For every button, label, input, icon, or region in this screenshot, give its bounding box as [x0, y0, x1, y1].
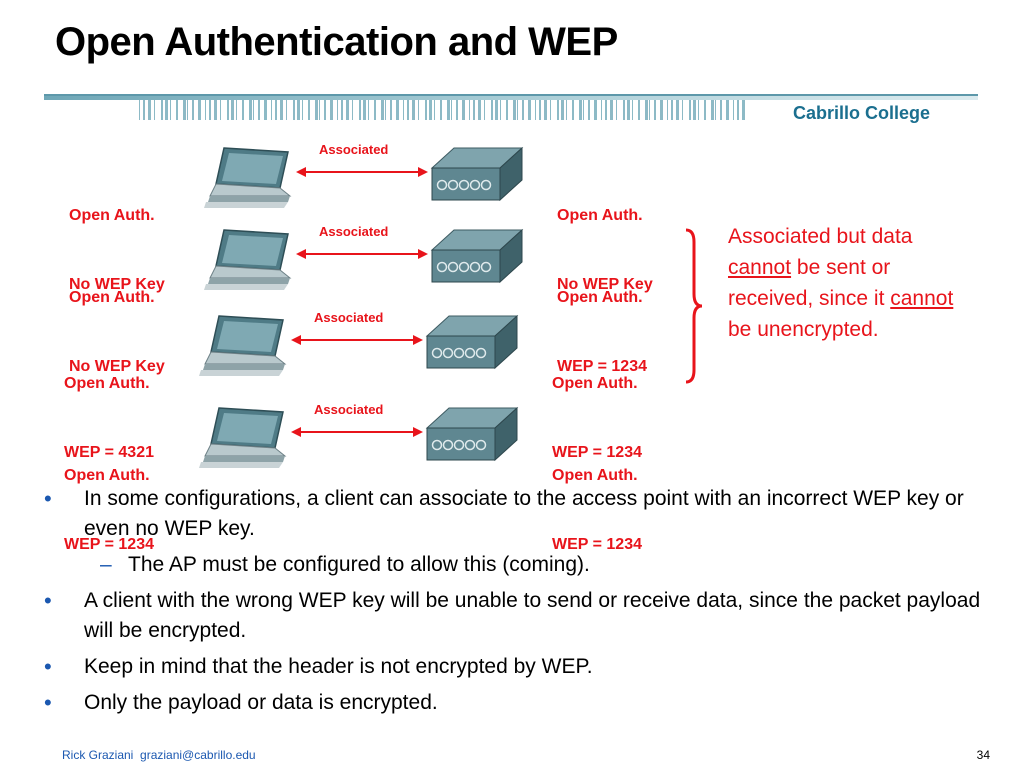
bullet-icon: • — [44, 588, 52, 613]
footer: Rick Graziani graziani@cabrillo.edu — [62, 748, 256, 762]
access-point-icon — [430, 146, 524, 202]
ap-auth-text: Open Auth. — [552, 467, 638, 484]
ap-config-label: Open Auth. No WEP Key — [557, 158, 653, 342]
bullet-text: In some configurations, a client can ass… — [84, 487, 964, 540]
bullet-item: • In some configurations, a client can as… — [44, 484, 984, 544]
bullet-text: Keep in mind that the header is not encr… — [84, 655, 593, 678]
ap-auth-text: Open Auth. — [557, 289, 643, 306]
association-arrow — [291, 335, 423, 345]
access-point-icon — [430, 228, 524, 284]
client-auth-text: Open Auth. — [64, 467, 150, 484]
dash-icon: – — [100, 553, 112, 576]
laptop-icon — [199, 407, 287, 468]
access-point-icon — [425, 406, 519, 462]
footer-email: graziani@cabrillo.edu — [140, 748, 256, 762]
ap-config-label: Open Auth. WEP = 1234 — [552, 418, 642, 602]
bullet-list: • In some configurations, a client can as… — [44, 484, 984, 724]
laptop-icon — [199, 315, 287, 376]
associated-label: Associated — [319, 224, 389, 239]
note-text-3: be unencrypted. — [728, 318, 879, 341]
ap-wep-text: No WEP Key — [557, 276, 653, 293]
page-number: 34 — [976, 748, 990, 762]
ap-auth-text: Open Auth. — [552, 375, 638, 392]
laptop-icon — [204, 229, 292, 290]
associated-label: Associated — [314, 310, 384, 325]
ap-wep-text: WEP = 1234 — [552, 444, 642, 461]
note-text-2: be sent or received, since it — [728, 256, 891, 310]
bullet-text: A client with the wrong WEP key will be … — [84, 589, 981, 642]
ap-wep-text: WEP = 1234 — [552, 536, 642, 553]
bullet-item: • Keep in mind that the header is not enc… — [44, 652, 984, 682]
curly-brace — [685, 228, 703, 384]
ap-wep-text: WEP = 1234 — [557, 358, 647, 375]
associated-label: Associated — [314, 402, 384, 417]
access-point-icon — [425, 314, 519, 370]
bullet-item: • A client with the wrong WEP key will be… — [44, 586, 984, 646]
association-arrow — [291, 427, 423, 437]
client-wep-text: WEP = 1234 — [64, 536, 154, 553]
bullet-icon: • — [44, 654, 52, 679]
bullet-item: • Only the payload or data is encrypted. — [44, 688, 984, 718]
laptop-icon — [204, 147, 292, 208]
ap-auth-text: Open Auth. — [557, 207, 643, 224]
note-emphasis-2: cannot — [890, 287, 954, 310]
client-wep-text: WEP = 4321 — [64, 444, 154, 461]
bullet-icon: • — [44, 486, 52, 511]
client-auth-text: Open Auth. — [69, 207, 155, 224]
association-arrow — [296, 167, 428, 177]
client-config-label: Open Auth. WEP = 4321 — [64, 326, 154, 510]
client-auth-text: Open Auth. — [64, 375, 150, 392]
client-config-label: Open Auth. No WEP Key — [69, 240, 165, 424]
ap-config-label: Open Auth. WEP = 1234 — [557, 240, 647, 424]
sub-bullet-text: The AP must be configured to allow this … — [128, 553, 590, 576]
header-banner — [44, 94, 978, 120]
ap-config-label: Open Auth. WEP = 1234 — [552, 326, 642, 510]
client-config-label: Open Auth. WEP = 1234 — [64, 418, 154, 602]
client-wep-text: No WEP Key — [69, 276, 165, 293]
note-emphasis-1: cannot — [728, 256, 792, 279]
footer-author: Rick Graziani — [62, 748, 134, 762]
associated-label: Associated — [319, 142, 389, 157]
slide-title: Open Authentication and WEP — [55, 20, 618, 64]
sub-bullet-item: –The AP must be configured to allow this… — [44, 550, 984, 580]
association-note: Associated but data cannot be sent or re… — [728, 221, 978, 345]
college-name: Cabrillo College — [792, 103, 930, 123]
bullet-icon: • — [44, 690, 52, 715]
client-wep-text: No WEP Key — [69, 358, 165, 375]
client-auth-text: Open Auth. — [69, 289, 155, 306]
client-config-label: Open Auth. No WEP Key — [69, 158, 165, 342]
bullet-text: Only the payload or data is encrypted. — [84, 691, 438, 714]
association-arrow — [296, 249, 428, 259]
note-text-1: Associated but data — [728, 225, 913, 248]
